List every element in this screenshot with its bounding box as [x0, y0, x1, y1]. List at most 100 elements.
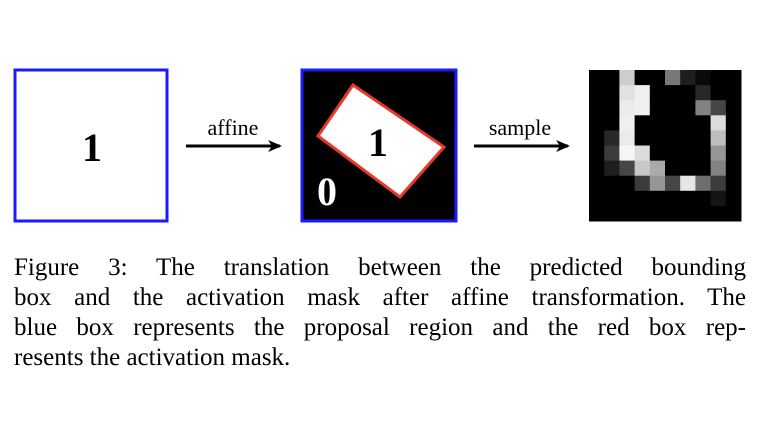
mask-cell	[649, 190, 666, 207]
mask-cell	[589, 115, 605, 131]
mask-cell	[710, 175, 727, 192]
mask-cell	[665, 115, 681, 131]
proposal-digit: 1	[82, 125, 102, 170]
activation-mask-box	[315, 82, 447, 200]
mask-cell	[589, 70, 605, 86]
mask-cell	[604, 85, 620, 101]
mask-cell	[604, 130, 620, 146]
mask-cell	[725, 190, 742, 207]
mask-cell	[665, 70, 681, 86]
background-digit: 0	[317, 169, 337, 214]
mask-cell	[710, 85, 727, 101]
mask-cell	[695, 205, 712, 222]
mask-cell	[710, 100, 727, 116]
caption-line: box and the activation mask after affine…	[14, 284, 746, 311]
mask-cell	[604, 115, 620, 131]
mask-cell	[589, 190, 605, 207]
mask-cell	[725, 100, 742, 116]
mask-cell	[710, 205, 727, 222]
mask-cell	[695, 160, 712, 177]
mask-cell	[589, 85, 605, 101]
mask-cell	[634, 85, 651, 101]
mask-cell	[710, 115, 727, 131]
mask-cell	[634, 70, 651, 86]
mask-cell	[604, 175, 620, 192]
mask-cell	[710, 160, 727, 177]
mask-cell	[665, 130, 681, 146]
mask-cell	[695, 100, 712, 116]
mask-cell	[710, 130, 727, 146]
caption-line: resents the activation mask.	[14, 344, 291, 371]
mask-cell	[649, 115, 666, 131]
figure-caption: Figure 3: The translation between the pr…	[14, 253, 746, 373]
mask-cell	[680, 160, 696, 177]
mask-cell	[665, 205, 681, 222]
mask-cell	[725, 85, 742, 101]
mask-cell	[665, 190, 681, 207]
mask-cell	[589, 100, 605, 116]
mask-cell	[619, 175, 636, 192]
mask-cell	[665, 85, 681, 101]
mask-cell	[634, 175, 651, 192]
mask-cell	[589, 160, 605, 177]
mask-cell	[680, 70, 696, 86]
mask-cell	[725, 130, 742, 146]
mask-cell	[680, 115, 696, 131]
mask-cell	[695, 145, 712, 162]
mask-cell	[604, 70, 620, 86]
mask-cell	[634, 160, 651, 177]
mask-cell	[649, 145, 666, 162]
mask-cell	[619, 115, 636, 131]
mask-cell	[604, 190, 620, 207]
mask-cell	[649, 175, 666, 192]
mask-cell	[710, 145, 727, 162]
mask-cell	[725, 145, 742, 162]
mask-cell	[619, 190, 636, 207]
mask-cell	[725, 160, 742, 177]
affine-label: affine	[208, 115, 259, 140]
mask-cell	[680, 100, 696, 116]
mask-cell	[619, 205, 636, 222]
mask-cell	[634, 205, 651, 222]
mask-cell	[695, 115, 712, 131]
mask-cell	[710, 190, 727, 207]
sampled-mask-grid	[589, 70, 742, 222]
mask-cell	[604, 145, 620, 162]
mask-cell	[725, 175, 742, 192]
mask-cell	[649, 100, 666, 116]
caption-line: blue box represents the proposal region …	[14, 314, 746, 341]
mask-cell	[680, 205, 696, 222]
mask-cell	[589, 130, 605, 146]
mask-cell	[589, 145, 605, 162]
mask-cell	[604, 205, 620, 222]
mask-cell	[649, 205, 666, 222]
mask-cell	[680, 85, 696, 101]
mask-cell	[619, 70, 636, 86]
sample-label: sample	[489, 115, 551, 140]
mask-cell	[649, 85, 666, 101]
mask-cell	[604, 100, 620, 116]
figure-diagram: 1 affine 1 0 sample	[13, 68, 742, 223]
mask-cell	[695, 175, 712, 192]
mask-cell	[680, 145, 696, 162]
mask-cell	[619, 100, 636, 116]
mask-cell	[619, 160, 636, 177]
mask-cell	[634, 145, 651, 162]
mask-cell	[634, 190, 651, 207]
mask-cell	[619, 145, 636, 162]
mask-cell	[665, 160, 681, 177]
mask-cell	[634, 130, 651, 146]
mask-cell	[665, 175, 681, 192]
mask-digit: 1	[368, 120, 388, 165]
mask-cell	[619, 85, 636, 101]
proposal-box	[13, 68, 169, 223]
mask-cell	[649, 130, 666, 146]
mask-cell	[695, 85, 712, 101]
mask-cell	[665, 145, 681, 162]
mask-cell	[634, 100, 651, 116]
mask-cell	[695, 190, 712, 207]
mask-cell	[695, 70, 712, 86]
mask-cell	[725, 115, 742, 131]
mask-cell	[680, 190, 696, 207]
